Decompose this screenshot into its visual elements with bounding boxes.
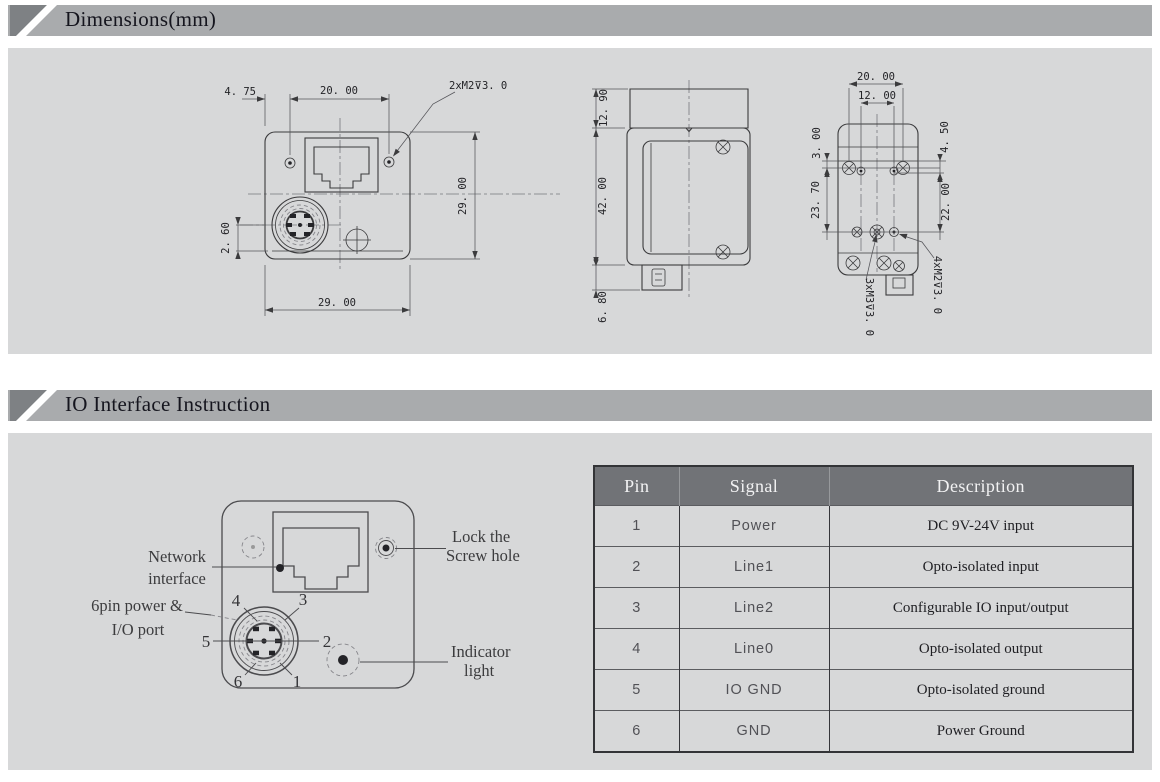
io-interface-diagram: Network interface 6pin power & I/O port … bbox=[91, 500, 520, 691]
pin-cell: 3 bbox=[594, 587, 679, 629]
front-dim-top: 20. 00 bbox=[320, 85, 358, 97]
pin-number-2: 2 bbox=[323, 632, 332, 651]
rear-view-drawing: 20. 00 12. 00 3. 00 23. 70 4. 50 22. 00 … bbox=[810, 71, 952, 336]
pin-cell: 4 bbox=[594, 628, 679, 670]
io-section-title: IO Interface Instruction bbox=[65, 392, 271, 416]
network-interface-label-2: interface bbox=[148, 569, 206, 588]
rear-dim-right: 22. 00 bbox=[940, 183, 952, 221]
rear-label-m2: 4xM2⊽3. 0 bbox=[931, 256, 943, 314]
network-interface-label: Network bbox=[148, 547, 206, 566]
description-cell: Opto-isolated input bbox=[828, 546, 1133, 588]
rear-dim-inner: 12. 00 bbox=[858, 90, 896, 102]
description-cell: Opto-isolated ground bbox=[828, 669, 1133, 711]
pin-number-5: 5 bbox=[202, 632, 211, 651]
section-marker-icon bbox=[10, 390, 57, 421]
lock-screw-label-2: Screw hole bbox=[446, 546, 520, 565]
power-port-label: 6pin power & bbox=[91, 596, 183, 615]
signal-cell: GND bbox=[678, 710, 829, 752]
front-screw-label: 2xM2⊽3. 0 bbox=[449, 80, 507, 92]
side-dim-body: 42. 00 bbox=[597, 177, 609, 215]
table-row: 2 Line1 Opto-isolated input bbox=[594, 546, 1133, 588]
side-dim-bottom: 6. 80 bbox=[597, 291, 609, 323]
rear-label-m3: 3xM3⊽3. 0 bbox=[863, 278, 875, 336]
io-panel: Network interface 6pin power & I/O port … bbox=[8, 433, 1152, 770]
table-row: 6 GND Power Ground bbox=[594, 710, 1133, 752]
front-dim-width: 29. 00 bbox=[318, 297, 356, 309]
section-marker-icon bbox=[10, 5, 57, 36]
table-row: 1 Power DC 9V-24V input bbox=[594, 505, 1133, 547]
pin-cell: 6 bbox=[594, 710, 679, 752]
pin-definition-table: Pin Signal Description 1 Power DC 9V-24V… bbox=[593, 465, 1134, 753]
pin-cell: 1 bbox=[594, 505, 679, 547]
rear-dim-left: 23. 70 bbox=[810, 181, 822, 219]
description-cell: Configurable IO input/output bbox=[828, 587, 1133, 629]
lock-screw-label: Lock the bbox=[452, 527, 510, 546]
dimensions-section-header: Dimensions(mm) bbox=[8, 5, 1152, 36]
side-dim-top: 12. 90 bbox=[598, 89, 610, 127]
signal-cell: Line1 bbox=[678, 546, 829, 588]
signal-cell: Line2 bbox=[678, 587, 829, 629]
signal-cell: Line0 bbox=[678, 628, 829, 670]
side-view-drawing: 12. 90 42. 00 6. 80 bbox=[592, 80, 751, 323]
rear-dim-left-small: 3. 00 bbox=[811, 127, 823, 159]
io-section-header: IO Interface Instruction bbox=[8, 390, 1152, 421]
table-header-pin: Pin bbox=[594, 466, 679, 506]
pin-number-6: 6 bbox=[234, 672, 243, 691]
description-cell: Opto-isolated output bbox=[828, 628, 1133, 670]
table-header-row: Pin Signal Description bbox=[594, 466, 1133, 506]
dimensions-panel: 4. 75 20. 00 2xM2⊽3. 0 29. 00 2. 60 29. … bbox=[8, 48, 1152, 354]
front-view-drawing: 4. 75 20. 00 2xM2⊽3. 0 29. 00 2. 60 29. … bbox=[220, 80, 560, 316]
front-dim-offset: 4. 75 bbox=[224, 86, 256, 98]
pin-cell: 5 bbox=[594, 669, 679, 711]
table-row: 5 IO GND Opto-isolated ground bbox=[594, 669, 1133, 711]
pin-number-3: 3 bbox=[299, 590, 308, 609]
signal-cell: Power bbox=[678, 505, 829, 547]
description-cell: DC 9V-24V input bbox=[828, 505, 1133, 547]
rear-dim-right-small: 4. 50 bbox=[939, 121, 951, 153]
front-dim-connector: 2. 60 bbox=[220, 222, 232, 254]
table-header-description: Description bbox=[828, 466, 1133, 506]
rear-dim-outer: 20. 00 bbox=[857, 71, 895, 83]
table-row: 3 Line2 Configurable IO input/output bbox=[594, 587, 1133, 629]
pin-number-4: 4 bbox=[232, 591, 241, 610]
indicator-light-label-2: light bbox=[464, 661, 495, 680]
table-header-signal: Signal bbox=[678, 466, 829, 506]
dimensions-section-title: Dimensions(mm) bbox=[65, 7, 217, 31]
pin-number-1: 1 bbox=[293, 672, 302, 691]
indicator-light-label: Indicator bbox=[451, 642, 511, 661]
power-port-label-2: I/O port bbox=[112, 620, 165, 639]
pin-cell: 2 bbox=[594, 546, 679, 588]
dimension-drawings: 4. 75 20. 00 2xM2⊽3. 0 29. 00 2. 60 29. … bbox=[220, 71, 952, 336]
front-dim-height: 29. 00 bbox=[457, 177, 469, 215]
table-row: 4 Line0 Opto-isolated output bbox=[594, 628, 1133, 670]
signal-cell: IO GND bbox=[678, 669, 829, 711]
description-cell: Power Ground bbox=[828, 710, 1133, 752]
